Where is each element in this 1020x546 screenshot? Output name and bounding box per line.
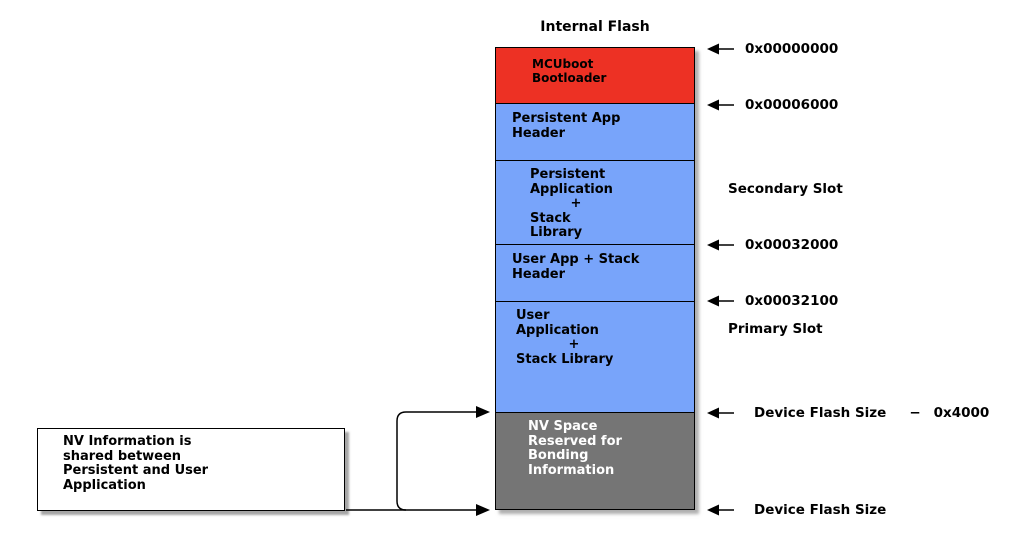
right-arrow-icon <box>476 504 490 516</box>
block-nv-space: NV Space Reserved for Bonding Informatio… <box>496 413 694 509</box>
address-label: 0x00032100 <box>745 293 839 309</box>
address-annotation: 0x00006000 <box>707 96 838 114</box>
address-label: Device Flash Size <box>754 405 887 421</box>
address-annotation: Device Flash Size − 0x4000 <box>707 404 989 422</box>
flash-stack: MCUboot Bootloader Persistent App Header… <box>495 47 695 510</box>
address-annotation: 0x00000000 <box>707 40 838 58</box>
address-label: Device Flash Size <box>754 502 887 518</box>
plus-sign: + <box>570 196 582 211</box>
connector-bracket-line <box>396 411 477 511</box>
left-arrow-icon <box>707 295 734 307</box>
block-mcuboot-bootloader: MCUboot Bootloader <box>496 48 694 104</box>
address-label: 0x00006000 <box>745 97 839 113</box>
primary-slot-label: Primary Slot <box>728 321 823 337</box>
address-annotation: Device Flash Size <box>707 501 886 519</box>
block-label-line: Persistent <box>530 167 606 182</box>
block-label-line: Information <box>528 462 615 478</box>
callout-line: shared between <box>63 448 182 464</box>
block-persistent-app-header: Persistent App Header <box>496 104 694 161</box>
callout-line: Application <box>63 477 146 493</box>
block-label-line: Bootloader <box>532 70 607 85</box>
plus-sign: + <box>568 337 580 352</box>
secondary-slot-label: Secondary Slot <box>728 181 843 197</box>
block-label-line: Bonding <box>528 448 589 463</box>
diagram-title: Internal Flash <box>540 19 650 35</box>
block-label-line: User Application <box>516 308 599 338</box>
block-label-line: Reserved for <box>528 433 622 449</box>
block-label-line: Header <box>512 266 566 282</box>
left-arrow-icon <box>707 504 734 516</box>
left-arrow-icon <box>707 407 734 419</box>
address-offset: 0x4000 <box>933 405 990 421</box>
callout-connector-arrows <box>346 406 490 516</box>
block-label-line: Stack Library <box>530 210 583 240</box>
block-label-line: Stack Library <box>516 351 614 367</box>
block-label-line: User App + Stack <box>512 252 640 267</box>
left-arrow-icon <box>707 43 734 55</box>
callout-line: Persistent and User <box>63 463 209 478</box>
block-label-line: MCUboot <box>532 57 594 71</box>
minus-operator: − <box>909 405 921 421</box>
block-label-line: Application <box>530 181 613 197</box>
callout-line: NV Information is <box>63 434 192 449</box>
left-arrow-icon <box>707 239 734 251</box>
block-label-line: Header <box>512 125 566 141</box>
left-arrow-icon <box>707 99 734 111</box>
address-annotation: 0x00032000 <box>707 236 838 254</box>
nv-callout-box: NV Information is shared between Persist… <box>37 428 345 511</box>
block-label-line: NV Space <box>528 419 598 434</box>
address-label: 0x00032000 <box>745 237 839 253</box>
block-label-line: Persistent App <box>512 111 621 126</box>
block-persistent-application: Persistent Application + Stack Library <box>496 161 694 245</box>
address-annotation: 0x00032100 <box>707 292 838 310</box>
address-label: 0x00000000 <box>745 41 839 57</box>
block-user-app-stack-header: User App + Stack Header <box>496 245 694 302</box>
right-arrow-icon <box>476 406 490 418</box>
block-user-application: User Application + Stack Library <box>496 302 694 413</box>
